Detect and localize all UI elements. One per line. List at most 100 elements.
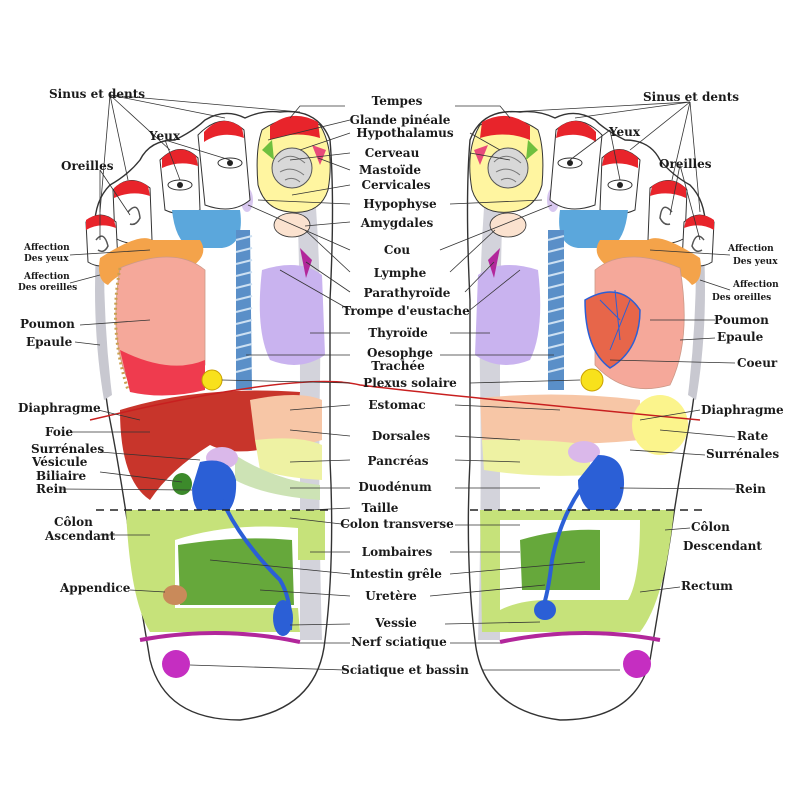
right-bladder (534, 600, 556, 620)
right-label-oreilles: Oreilles (659, 157, 712, 171)
left-label-affection-oreilles-1: Affection (24, 272, 70, 282)
right-label-descendant: Descendant (683, 539, 762, 553)
label-cerveau: Cerveau (364, 146, 420, 160)
label-vessie: Vessie (375, 616, 417, 630)
left-label-oreilles: Oreilles (61, 159, 114, 173)
label-uretere: Uretère (365, 589, 417, 603)
label-trompe: Trompe d'eustache (342, 304, 470, 318)
right-toe-4-tip (650, 180, 686, 198)
right-toe-3-tip (602, 149, 638, 168)
label-lombaires: Lombaires (361, 545, 433, 559)
label-glande-pineale: Glande pinéale (349, 113, 451, 127)
right-label-affection-oreilles-2: Des oreilles (712, 293, 772, 303)
label-plexus-solaire: Plexus solaire (363, 376, 457, 390)
right-label-affection-oreilles-1: Affection (733, 280, 779, 290)
right-ear-1 (659, 206, 673, 226)
left-label-colon: Côlon (54, 515, 93, 529)
right-pineal (526, 140, 538, 160)
right-sciatic-nerve (499, 630, 661, 644)
right-label-yeux: Yeux (609, 125, 641, 139)
right-plexus (580, 368, 604, 392)
left-pancreas (255, 438, 322, 480)
label-duodenum: Duodénum (358, 480, 432, 494)
left-parathyroid (300, 248, 312, 278)
right-spleen (632, 395, 688, 455)
label-cervicales: Cervicales (361, 178, 431, 192)
left-lung-base (120, 350, 205, 396)
left-label-vesicule: Vésicule (32, 455, 88, 469)
right-kidney (578, 455, 625, 515)
right-label-sinus: Sinus et dents (643, 90, 740, 104)
right-stomach (480, 394, 640, 444)
right-ear-2 (691, 235, 705, 253)
left-eye-band (172, 210, 241, 248)
label-nerf-sciatique: Nerf sciatique (351, 635, 447, 649)
right-intestine (520, 529, 600, 590)
left-foot (85, 110, 334, 721)
label-hypothalamus: Hypothalamus (356, 126, 454, 140)
right-label-rectum: Rectum (681, 579, 733, 593)
left-mastoid (312, 145, 326, 165)
left-thyroid (259, 265, 325, 365)
right-adrenal (568, 441, 600, 463)
right-label-affection-yeux-2: Des yeux (733, 257, 778, 267)
left-bladder (273, 600, 293, 636)
right-brain (487, 147, 529, 189)
right-label-coeur: Coeur (737, 356, 778, 370)
left-intestine (178, 538, 294, 605)
right-label-colon: Côlon (691, 520, 730, 534)
left-label-ascendant: Ascendant (45, 529, 116, 543)
left-label-yeux: Yeux (149, 129, 181, 143)
left-label-rein: Rein (36, 482, 67, 496)
right-foot (466, 110, 715, 721)
left-duodenum (235, 455, 320, 500)
right-amygdale (489, 212, 527, 238)
right-label-diaphragme: Diaphragme (701, 403, 784, 417)
left-plexus (201, 369, 223, 391)
right-big-toe-tip (480, 115, 530, 140)
left-ear-1 (127, 206, 141, 226)
label-trachee: Trachée (371, 359, 425, 373)
right-heart (584, 291, 641, 369)
right-label-surrenales: Surrénales (706, 447, 780, 461)
right-toe-2-tip (556, 120, 596, 142)
left-label-affection-oreilles-2: Des oreilles (18, 283, 78, 293)
left-label-appendice: Appendice (60, 581, 131, 595)
diaphragm-line (89, 380, 701, 421)
right-label-affection-yeux-1: Affection (728, 244, 774, 254)
label-oesophage: Oesophge (367, 346, 433, 360)
label-thyroide: Thyroïde (368, 326, 428, 340)
left-toe-5-tip (86, 215, 116, 230)
label-dorsales: Dorsales (371, 429, 431, 443)
right-sciatic-point (623, 650, 651, 678)
left-toe-3-tip (162, 149, 198, 168)
left-appendix (163, 585, 187, 605)
right-label-rate: Rate (737, 429, 769, 443)
left-toe-2-tip (204, 120, 244, 142)
left-brain (271, 147, 313, 189)
left-gallbladder (172, 473, 192, 495)
label-intestin-grele: Intestin grêle (350, 567, 442, 581)
left-label-foie: Foie (45, 425, 74, 439)
left-foot-edge (95, 250, 112, 400)
left-label-affection-yeux-1: Affection (24, 243, 70, 253)
left-label-diaphragme: Diaphragme (18, 401, 101, 415)
label-mastoide: Mastoïde (359, 163, 421, 177)
label-amygdales: Amygdales (360, 216, 434, 230)
label-parathyroide: Parathyroïde (363, 286, 451, 300)
right-ureter (540, 488, 582, 611)
left-colon (126, 510, 325, 632)
left-label-biliaire: Biliaire (36, 469, 87, 483)
right-label-poumon: Poumon (714, 313, 769, 327)
right-thyroid (475, 265, 541, 365)
left-big-toe-tip (270, 115, 320, 140)
left-amygdale (273, 212, 311, 238)
right-pancreas (482, 439, 590, 476)
right-label-rein: Rein (735, 482, 766, 496)
right-label-epaule: Epaule (717, 330, 764, 344)
label-estomac: Estomac (368, 398, 426, 412)
label-pancreas: Pancréas (367, 454, 429, 468)
left-label-sinus: Sinus et dents (49, 87, 146, 101)
